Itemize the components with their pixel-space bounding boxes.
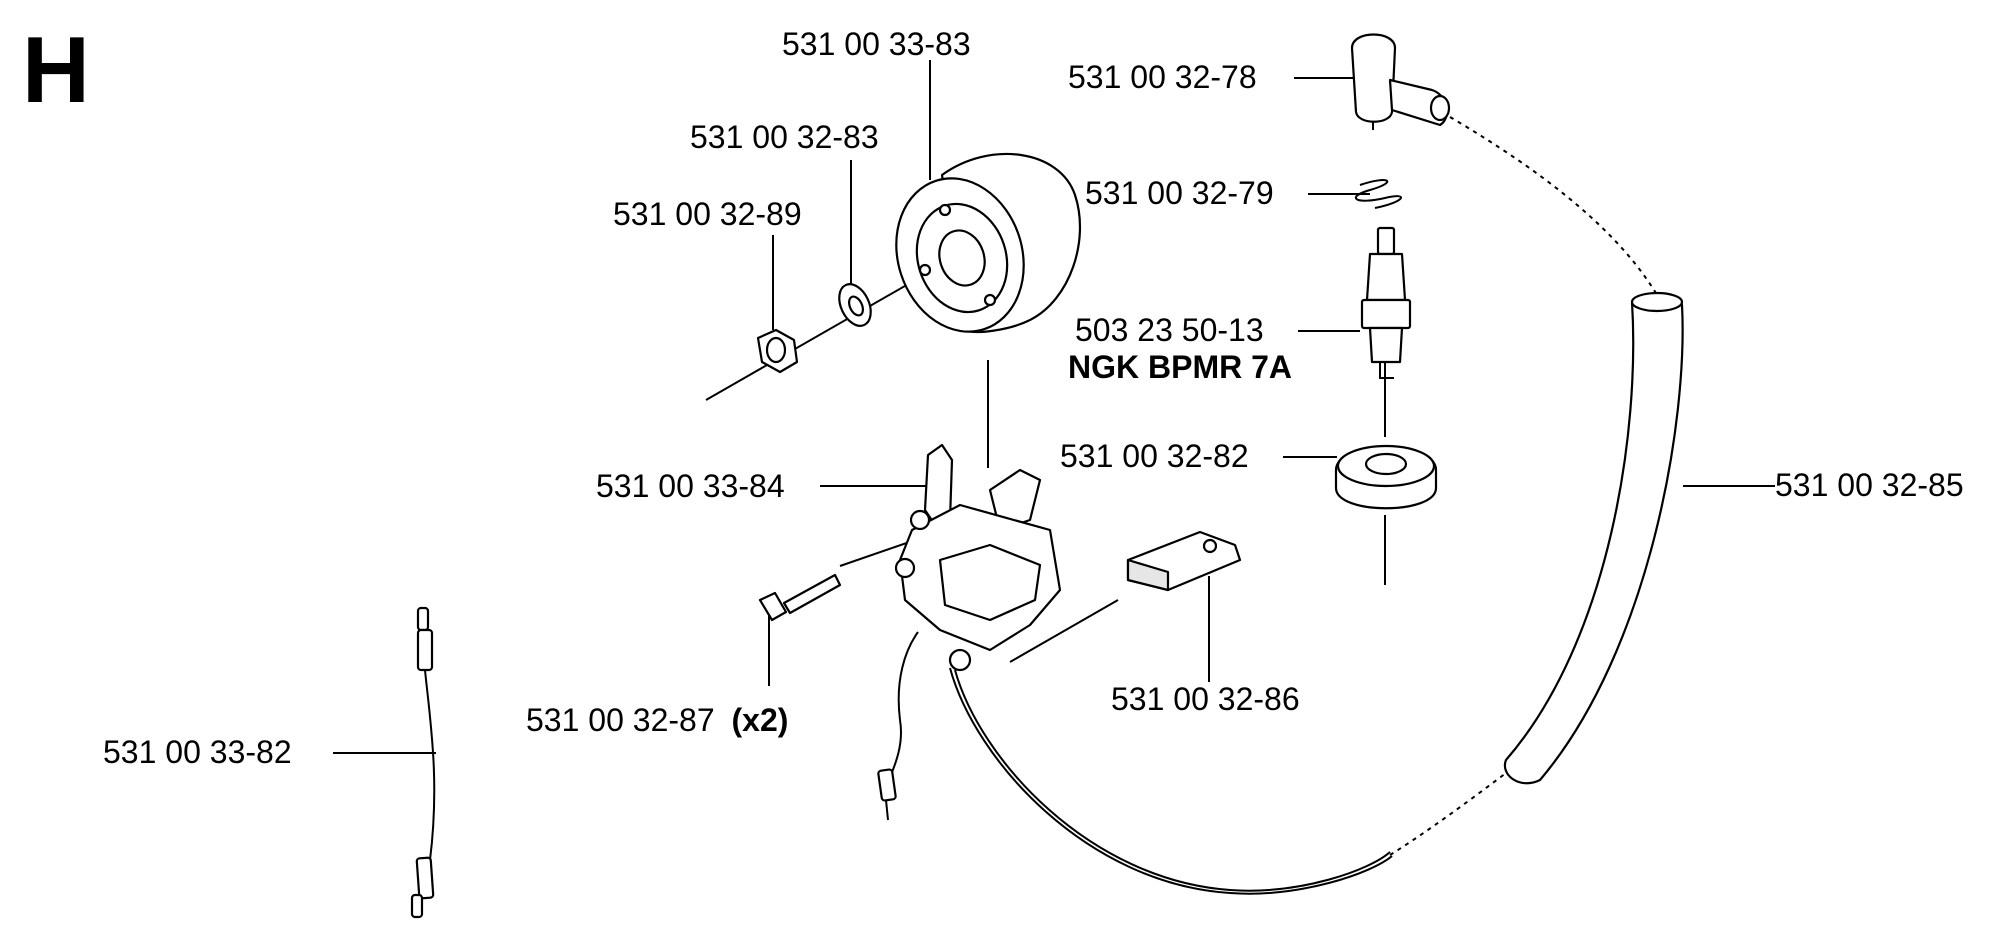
- spark-plug-cap-part: [1350, 33, 1451, 127]
- label-ignition-module: 531 00 33-84: [596, 468, 785, 504]
- spring-part: [1355, 179, 1402, 209]
- label-short-ignition-cable: 531 00 33-82: [103, 734, 292, 770]
- flywheel-part: [895, 152, 1082, 334]
- short-ignition-cable-part: [410, 606, 436, 919]
- ignition-module-part: [894, 443, 1062, 672]
- label-protective-hose: 531 00 32-85: [1775, 467, 1964, 503]
- label-spark-plug-spec: NGK BPMR 7A: [1068, 349, 1292, 385]
- label-screw: 531 00 32-87 (x2): [526, 702, 788, 738]
- section-letter: H: [22, 17, 90, 122]
- label-spark-plug-cap: 531 00 32-78: [1068, 59, 1257, 95]
- label-wire-clip: 531 00 32-86: [1111, 681, 1300, 717]
- washer-part: [838, 283, 872, 327]
- part-labels: 531 00 33-83 531 00 32-83 531 00 32-89 5…: [103, 26, 1964, 770]
- protective-hose-part: [1503, 291, 1684, 785]
- grommet-part: [1334, 444, 1438, 510]
- nut-part: [756, 328, 799, 374]
- label-screw-number: 531 00 32-87: [526, 702, 715, 738]
- cable-route-dashed: [1389, 769, 1511, 856]
- wire-clip-part: [1126, 530, 1242, 592]
- label-flywheel: 531 00 33-83: [782, 26, 971, 62]
- label-screw-qty: (x2): [732, 702, 789, 738]
- screw-part: [758, 573, 842, 622]
- label-nut: 531 00 32-89: [613, 196, 802, 232]
- label-spring: 531 00 32-79: [1085, 175, 1274, 211]
- label-washer: 531 00 32-83: [690, 119, 879, 155]
- spark-plug-part: [1360, 226, 1412, 379]
- leader-lines: [333, 60, 1775, 754]
- label-grommet: 531 00 32-82: [1060, 438, 1249, 474]
- label-spark-plug: 503 23 50-13: [1075, 312, 1264, 348]
- ignition-cable: [877, 631, 1393, 895]
- cable-route-dashed-top: [1449, 116, 1661, 301]
